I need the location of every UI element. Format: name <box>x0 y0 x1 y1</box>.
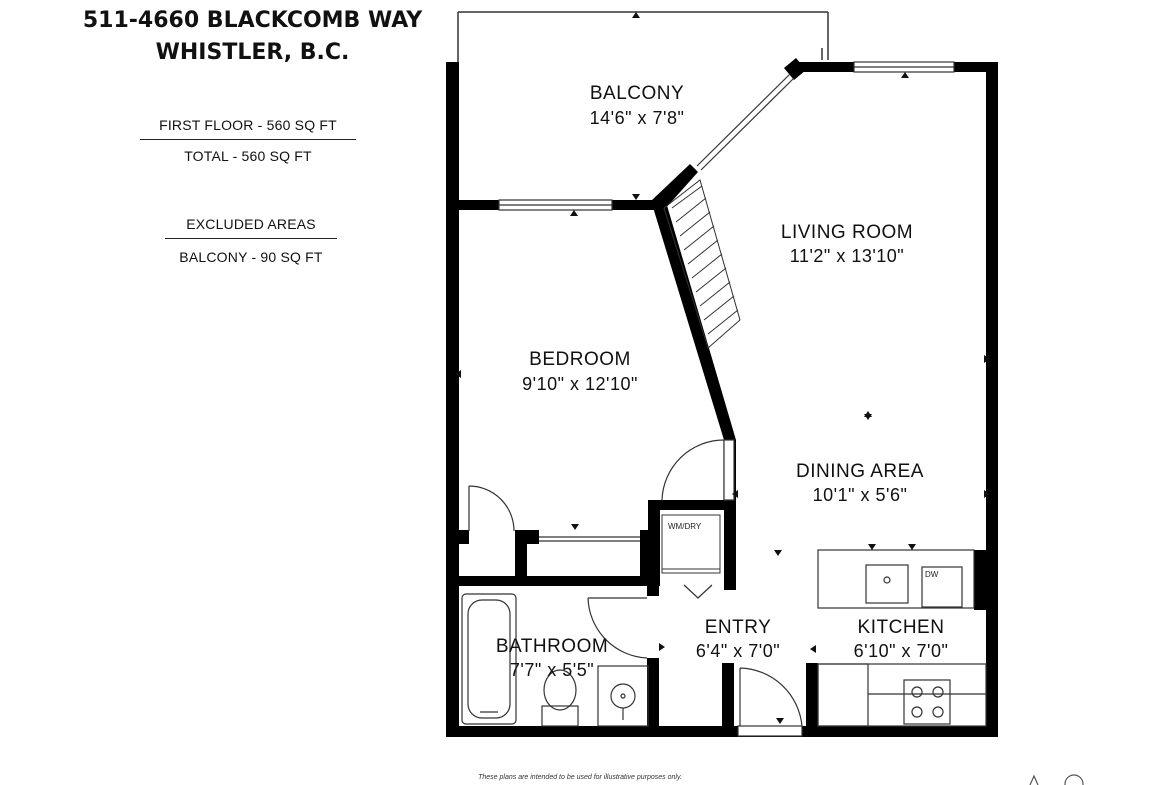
dining-area-label: DINING AREA <box>796 461 924 482</box>
north-arrow-icon <box>1029 774 1084 785</box>
balcony-outline <box>457 11 829 62</box>
divider <box>140 139 356 140</box>
diagonal-wall-upper <box>652 164 698 210</box>
address-line-2: WHISTLER, B.C. <box>155 40 350 65</box>
first-floor-area: FIRST FLOOR - 560 SQ FT <box>159 117 337 133</box>
bedroom-dims: 9'10" x 12'10" <box>522 374 638 394</box>
kitchen-island <box>817 549 975 609</box>
laundry-closet <box>661 514 721 574</box>
bathroom-dims: 7'7" x 5'5" <box>510 660 594 680</box>
balcony-slider <box>696 73 795 171</box>
total-area: TOTAL - 560 SQ FT <box>184 148 312 164</box>
living-room-dims: 11'2" x 13'10" <box>790 246 904 266</box>
balcony-dims: 14'6" x 7'8" <box>590 108 685 128</box>
walls <box>446 62 998 737</box>
windows <box>498 61 955 211</box>
address-line-1: 511-4660 BLACKCOMB WAY <box>82 8 423 33</box>
entry-dims: 6'4" x 7'0" <box>696 641 780 661</box>
dishwasher-label: DW <box>925 570 939 579</box>
doors <box>468 439 803 737</box>
bathtub <box>461 593 517 725</box>
kitchen-dims: 6'10" x 7'0" <box>854 641 949 661</box>
toilet <box>541 669 579 727</box>
divider <box>165 238 337 239</box>
entry-label: ENTRY <box>705 617 772 638</box>
excluded-areas-title: EXCLUDED AREAS <box>186 216 316 232</box>
balcony-label: BALCONY <box>590 83 684 104</box>
dining-area-dims: 10'1" x 5'6" <box>813 485 908 505</box>
bathroom-label: BATHROOM <box>496 636 608 657</box>
bedroom-label: BEDROOM <box>529 349 631 370</box>
fireplace <box>663 179 741 349</box>
washer-dryer-label: WM/DRY <box>668 522 702 531</box>
disclaimer: These plans are intended to be used for … <box>478 774 682 781</box>
stove <box>903 679 951 725</box>
kitchen-counter <box>817 663 987 727</box>
living-room-label: LIVING ROOM <box>781 222 913 243</box>
diagonal-wall <box>652 202 736 440</box>
kitchen-label: KITCHEN <box>858 617 945 638</box>
dimension-markers <box>455 12 990 724</box>
sink <box>597 665 649 727</box>
balcony-area: BALCONY - 90 SQ FT <box>179 249 323 265</box>
